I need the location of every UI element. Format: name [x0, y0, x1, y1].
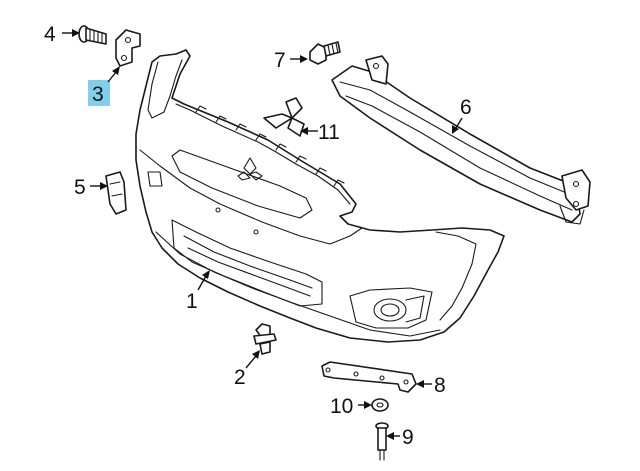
- highlight-box: [88, 80, 110, 106]
- callout-9[interactable]: 9: [402, 426, 414, 449]
- callout-1[interactable]: 1: [186, 290, 198, 313]
- bolt-part: [78, 25, 107, 45]
- side-retainer-part: [105, 171, 127, 215]
- push-clip-part: [253, 323, 277, 355]
- callout-labels: 4 3 5 7 6 11 1 2 8 10 9: [44, 23, 472, 449]
- bumper-cover-part: [135, 49, 505, 343]
- callout-10[interactable]: 10: [330, 395, 353, 418]
- callout-6[interactable]: 6: [460, 96, 472, 119]
- flange-bolt-part: [309, 41, 341, 65]
- callout-5[interactable]: 5: [74, 176, 86, 199]
- callout-4[interactable]: 4: [44, 23, 56, 46]
- callout-11[interactable]: 11: [318, 121, 340, 144]
- washer-part: [371, 398, 389, 412]
- bracket-part: [115, 29, 141, 67]
- callout-8[interactable]: 8: [434, 374, 446, 397]
- callout-7[interactable]: 7: [274, 49, 286, 72]
- callout-2[interactable]: 2: [234, 366, 246, 389]
- impact-bar-part: [331, 55, 591, 225]
- lower-bracket-part: [321, 361, 417, 393]
- callout-3[interactable]: 3: [92, 83, 104, 106]
- emblem-part: [263, 97, 305, 137]
- leader-lines: [62, 29, 463, 440]
- rivet-part: [375, 422, 389, 461]
